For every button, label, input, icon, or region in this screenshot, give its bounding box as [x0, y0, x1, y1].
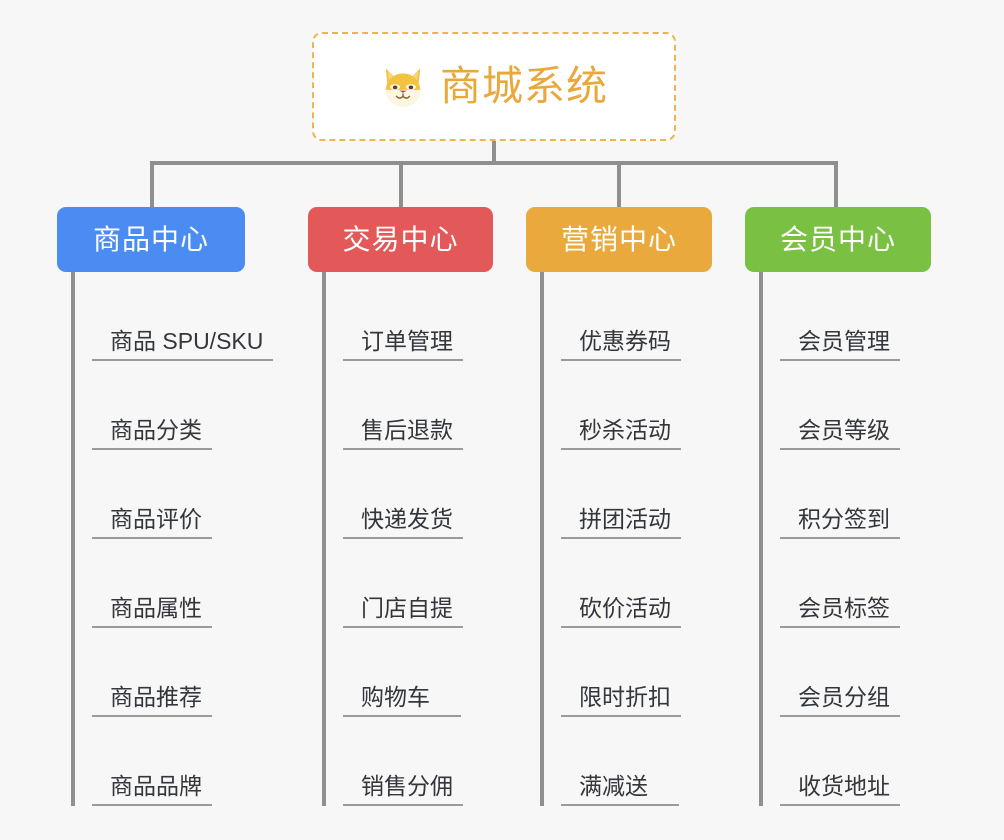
leaf-item[interactable]: 满减送 — [561, 717, 712, 806]
branch-column-1: 交易中心 订单管理 售后退款 快递发货 门店自提 购物车 销售分佣 — [308, 207, 493, 806]
leaf-label: 门店自提 — [343, 595, 463, 628]
connector-drop-3 — [834, 161, 838, 209]
leaf-item[interactable]: 快递发货 — [343, 450, 493, 539]
category-label-0: 商品中心 — [92, 223, 209, 255]
leaf-item[interactable]: 商品属性 — [92, 539, 245, 628]
leaf-label: 会员管理 — [780, 328, 900, 361]
leaf-item[interactable]: 商品推荐 — [92, 628, 245, 717]
leaf-item[interactable]: 秒杀活动 — [561, 361, 712, 450]
leaf-item[interactable]: 会员等级 — [780, 361, 931, 450]
leaf-label: 秒杀活动 — [561, 417, 681, 450]
leaf-item[interactable]: 商品 SPU/SKU — [92, 272, 274, 361]
leaf-label: 商品属性 — [92, 595, 212, 628]
leaf-item[interactable]: 会员管理 — [780, 272, 931, 361]
leaf-label: 积分签到 — [780, 506, 900, 539]
leaf-label: 收货地址 — [780, 773, 900, 806]
category-label-3: 会员中心 — [779, 223, 896, 255]
leaf-label: 会员分组 — [780, 684, 900, 717]
category-header-3[interactable]: 会员中心 — [745, 207, 931, 272]
root-title: 商城系统 — [440, 63, 608, 109]
leaf-label: 商品 SPU/SKU — [92, 328, 274, 361]
leaf-label: 售后退款 — [343, 417, 463, 450]
leaf-item[interactable]: 销售分佣 — [343, 717, 493, 806]
leaf-item[interactable]: 订单管理 — [343, 272, 493, 361]
leaf-item[interactable]: 售后退款 — [343, 361, 493, 450]
leaf-label: 会员等级 — [780, 417, 900, 450]
leaf-item[interactable]: 购物车 — [343, 628, 493, 717]
category-header-2[interactable]: 营销中心 — [526, 207, 712, 272]
category-header-1[interactable]: 交易中心 — [308, 207, 493, 272]
leaf-label: 订单管理 — [343, 328, 463, 361]
branch-column-3: 会员中心 会员管理 会员等级 积分签到 会员标签 会员分组 收货地址 — [745, 207, 931, 806]
leaf-label: 快递发货 — [343, 506, 463, 539]
shiba-dog-face-icon — [385, 67, 421, 106]
leaf-item[interactable]: 会员标签 — [780, 539, 931, 628]
leaf-label: 优惠券码 — [561, 328, 681, 361]
leaf-item[interactable]: 收货地址 — [780, 717, 931, 806]
leaf-label: 商品品牌 — [92, 773, 212, 806]
leaf-label: 限时折扣 — [561, 684, 681, 717]
leaf-label: 商品推荐 — [92, 684, 212, 717]
connector-drop-1 — [399, 161, 403, 209]
branch-column-2: 营销中心 优惠券码 秒杀活动 拼团活动 砍价活动 限时折扣 满减送 — [526, 207, 712, 806]
leaf-list-0: 商品 SPU/SKU 商品分类 商品评价 商品属性 商品推荐 商品品牌 — [71, 272, 274, 806]
leaf-label: 会员标签 — [780, 595, 900, 628]
category-header-0[interactable]: 商品中心 — [57, 207, 245, 272]
category-label-1: 交易中心 — [342, 223, 459, 255]
leaf-item[interactable]: 限时折扣 — [561, 628, 712, 717]
leaf-list-1: 订单管理 售后退款 快递发货 门店自提 购物车 销售分佣 — [322, 272, 493, 806]
branch-column-0: 商品中心 商品 SPU/SKU 商品分类 商品评价 商品属性 商品推荐 商品品牌 — [57, 207, 274, 806]
leaf-item[interactable]: 砍价活动 — [561, 539, 712, 628]
connector-bus — [150, 161, 838, 165]
leaf-label: 砍价活动 — [561, 595, 681, 628]
leaf-label: 销售分佣 — [343, 773, 463, 806]
connector-drop-0 — [150, 161, 154, 209]
leaf-item[interactable]: 拼团活动 — [561, 450, 712, 539]
leaf-item[interactable]: 会员分组 — [780, 628, 931, 717]
leaf-item[interactable]: 积分签到 — [780, 450, 931, 539]
leaf-label: 购物车 — [343, 684, 461, 717]
leaf-item[interactable]: 门店自提 — [343, 539, 493, 628]
leaf-item[interactable]: 优惠券码 — [561, 272, 712, 361]
connector-stem — [492, 141, 496, 165]
leaf-item[interactable]: 商品品牌 — [92, 717, 245, 806]
leaf-label: 商品分类 — [92, 417, 212, 450]
leaf-list-3: 会员管理 会员等级 积分签到 会员标签 会员分组 收货地址 — [759, 272, 931, 806]
leaf-label: 拼团活动 — [561, 506, 681, 539]
leaf-label: 满减送 — [561, 773, 679, 806]
leaf-label: 商品评价 — [92, 506, 212, 539]
root-node[interactable]: 商城系统 — [312, 32, 676, 141]
leaf-item[interactable]: 商品评价 — [92, 450, 245, 539]
connector-drop-2 — [617, 161, 621, 209]
leaf-item[interactable]: 商品分类 — [92, 361, 245, 450]
leaf-list-2: 优惠券码 秒杀活动 拼团活动 砍价活动 限时折扣 满减送 — [540, 272, 712, 806]
category-label-2: 营销中心 — [560, 223, 677, 255]
